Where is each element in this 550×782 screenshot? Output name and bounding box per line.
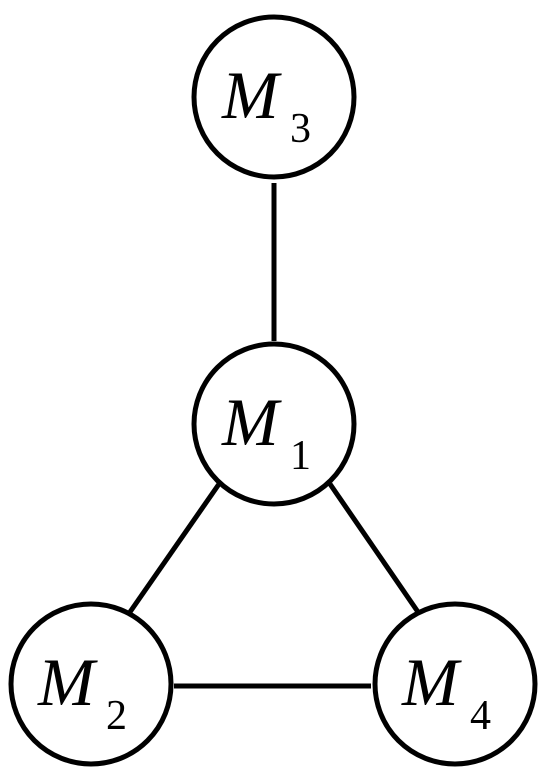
- node-m3-letter: M: [221, 57, 282, 133]
- node-m3: M 3: [191, 14, 357, 180]
- node-m1-circle: [191, 341, 357, 507]
- node-m2-label: M 2: [37, 644, 127, 739]
- node-m1: M 1: [191, 341, 357, 507]
- node-m3-circle: [191, 14, 357, 180]
- edge-m1-m2: [127, 482, 222, 614]
- node-m3-subscript: 3: [290, 106, 311, 152]
- node-m2-subscript: 2: [106, 693, 127, 739]
- node-m4: M 4: [372, 601, 538, 767]
- node-m3-label: M 3: [221, 57, 311, 152]
- node-m2: M 2: [8, 601, 174, 767]
- node-m1-label: M 1: [221, 384, 311, 479]
- node-m4-circle: [372, 601, 538, 767]
- node-m4-letter: M: [401, 644, 462, 720]
- node-m1-letter: M: [221, 384, 282, 460]
- node-m4-subscript: 4: [470, 693, 491, 739]
- node-m2-letter: M: [37, 644, 98, 720]
- node-m4-label: M 4: [401, 644, 491, 739]
- node-m1-subscript: 1: [290, 433, 311, 479]
- node-m2-circle: [8, 601, 174, 767]
- edge-m1-m4: [327, 482, 421, 614]
